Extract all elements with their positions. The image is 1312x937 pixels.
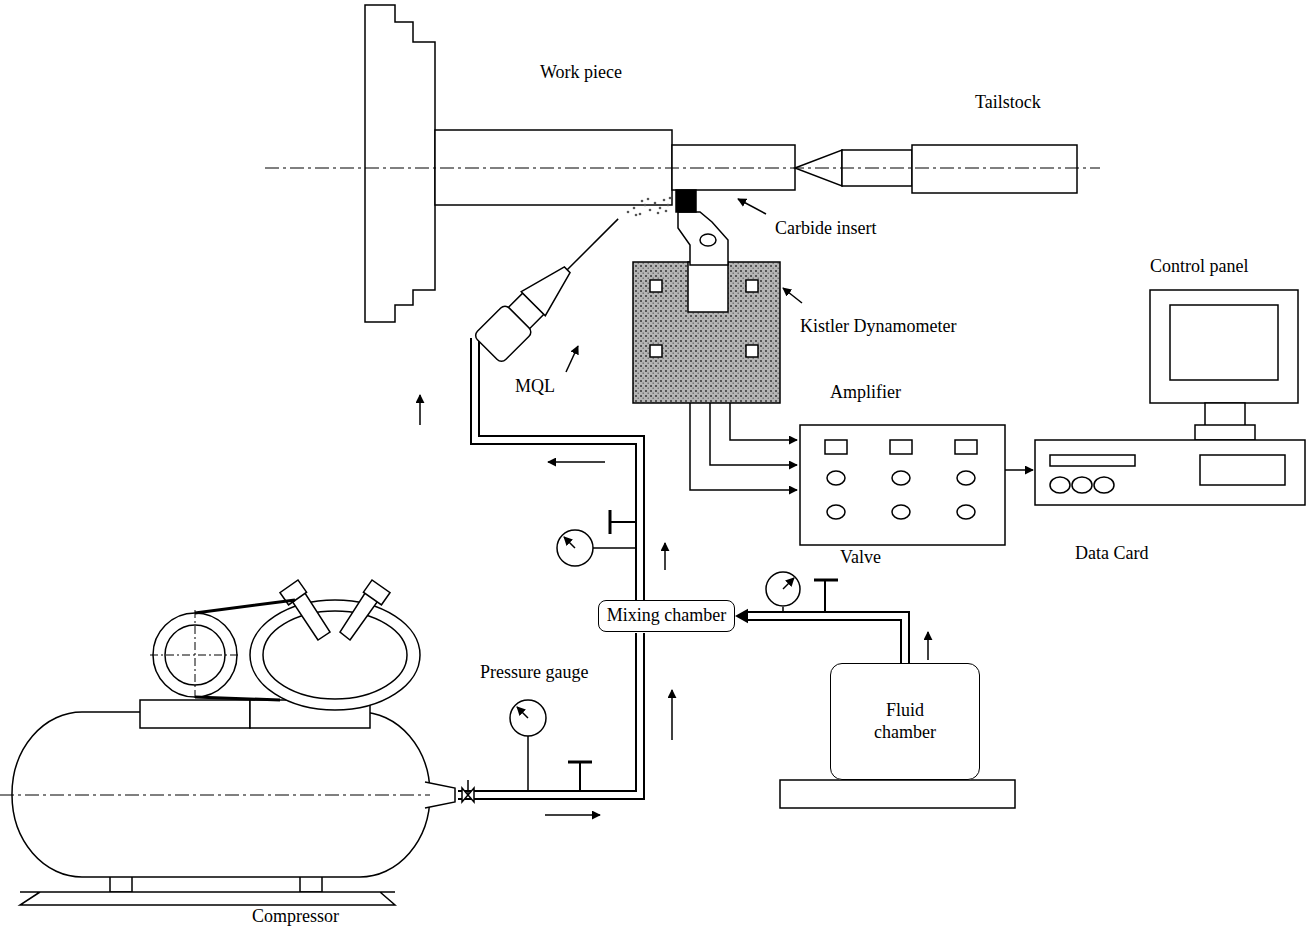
pressure-gauge: [510, 700, 546, 736]
part-label: Valve: [840, 547, 881, 568]
leader-arrow: [738, 199, 766, 214]
mql-nozzle: [473, 205, 632, 364]
leader-arrow: [566, 346, 578, 372]
signal-wire: [690, 403, 797, 490]
gauge-stem: [593, 547, 636, 549]
flow-arrow: [927, 632, 929, 660]
pipe-outline: [748, 616, 905, 663]
pressure-gauge: [557, 530, 593, 566]
flow-arrow: [664, 543, 666, 570]
pipe: [475, 338, 640, 600]
bolt: [650, 345, 662, 357]
flow-arrow: [671, 690, 673, 740]
mist-spray: [627, 197, 672, 217]
carbide-insert: [676, 190, 696, 212]
centre-line: [265, 168, 1100, 169]
gauge-needle: [564, 537, 575, 548]
signal-wire: [730, 403, 797, 440]
tool-shank: [688, 262, 728, 312]
tool-holder: [678, 212, 728, 265]
pipe: [458, 633, 640, 795]
part-label: Amplifier: [830, 382, 901, 403]
computer: [1035, 290, 1305, 505]
gauge-stem: [527, 736, 529, 792]
valve: [609, 510, 612, 534]
flow-arrow: [548, 461, 605, 463]
part-label: Work piece: [540, 62, 622, 83]
part-label: Compressor: [252, 906, 339, 927]
valve: [824, 580, 826, 616]
flow-arrow: [419, 395, 421, 425]
mixing-chamber: Mixing chamber: [598, 600, 735, 632]
valve: [568, 761, 592, 764]
leader-arrow: [783, 288, 802, 303]
centre-line: [0, 795, 430, 796]
fluid-stand: [780, 780, 1015, 808]
valve: [579, 762, 581, 792]
part-label: Carbide insert: [775, 218, 876, 239]
pressure-gauge: [766, 572, 800, 606]
bolt: [746, 280, 758, 292]
clamp-screw: [700, 234, 716, 246]
pipe-bore: [748, 616, 905, 663]
part-label: Kistler Dynamometer: [800, 316, 956, 337]
bolt: [746, 345, 758, 357]
fluid-pipe: [735, 609, 905, 663]
gauge-needle: [517, 707, 528, 718]
part-label: Control panel: [1150, 256, 1248, 277]
node-label: Mixing chamber: [607, 605, 726, 627]
part-label: MQL: [515, 376, 555, 397]
node-label: Fluid chamber: [865, 700, 945, 743]
arrow-head: [735, 609, 748, 623]
part-label: Data Card: [1075, 543, 1148, 564]
bolt: [650, 280, 662, 292]
part-label: Tailstock: [975, 92, 1041, 113]
dynamometer: [633, 262, 780, 403]
tailstock-body: [912, 145, 1077, 193]
fluid-chamber: Fluid chamber: [830, 663, 980, 780]
signal-wire: [1005, 469, 1033, 471]
signal-wire: [710, 403, 797, 465]
amplifier: [800, 425, 1005, 545]
gauge-needle: [783, 578, 794, 589]
pipe: [475, 338, 640, 600]
chuck: [365, 5, 435, 322]
valve: [814, 579, 838, 582]
compressor: [12, 580, 474, 905]
part-label: Pressure gauge: [480, 662, 588, 683]
pipe: [458, 633, 640, 795]
valve: [610, 521, 636, 523]
flow-arrow: [545, 814, 600, 816]
